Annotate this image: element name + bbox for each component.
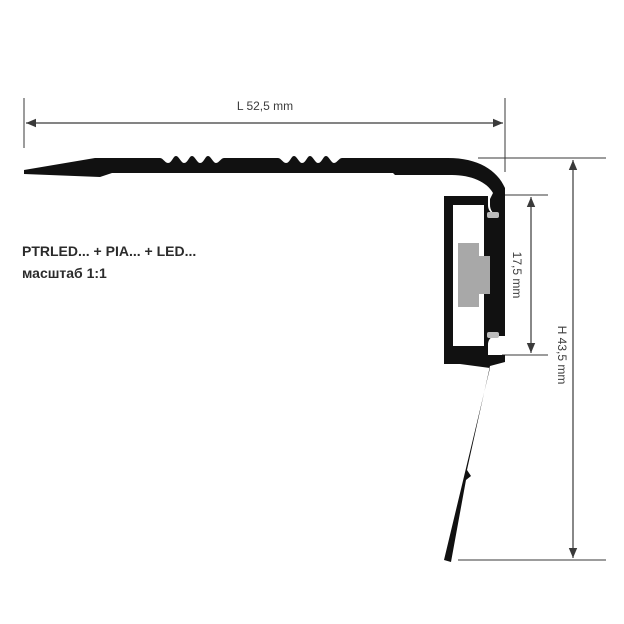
- stair-nosing-profile: [24, 156, 505, 562]
- profile-riser-leg: [444, 355, 505, 562]
- scale-note: масштаб 1:1: [22, 265, 107, 281]
- led-channel-dimension: 17,5 mm: [502, 194, 548, 356]
- product-code: PTRLED... + PIA... + LED...: [22, 243, 197, 259]
- profile-tread: [24, 156, 505, 193]
- channel-label: 17,5 mm: [510, 252, 524, 299]
- caption-block: PTRLED... + PIA... + LED... масштаб 1:1: [22, 240, 196, 284]
- height-label: H 43,5 mm: [555, 326, 569, 385]
- led-strip-insert: [458, 243, 490, 307]
- height-dimension: H 43,5 mm: [458, 157, 606, 561]
- profile-upper-lip: [490, 193, 505, 214]
- profile-led-channel: [444, 196, 505, 355]
- length-label: L 52,5 mm: [237, 99, 293, 113]
- length-dimension: L 52,5 mm: [23, 98, 506, 172]
- diffuser-clip-top: [487, 212, 499, 218]
- diffuser-clip-bottom: [487, 332, 499, 338]
